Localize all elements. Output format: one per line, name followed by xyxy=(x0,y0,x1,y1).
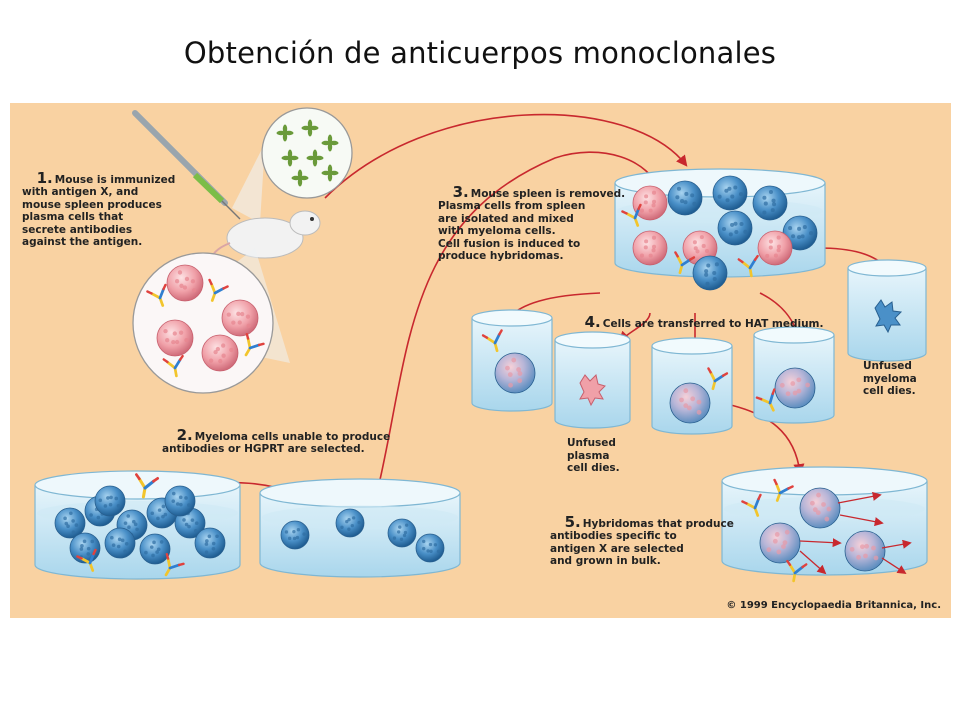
dead-plasma-cell xyxy=(579,374,606,407)
myeloma-cell xyxy=(54,507,86,539)
antibody xyxy=(786,559,808,583)
mouse-head xyxy=(289,210,321,236)
antibody xyxy=(737,254,759,278)
step-1-number: 1. xyxy=(36,168,53,187)
myeloma-dies-caption: Unfused myeloma cell dies. xyxy=(863,360,917,397)
step-1-text: Mouse is immunized with antigen X, and m… xyxy=(22,173,176,249)
antigen-magnified-circle xyxy=(261,107,353,199)
step-5-number: 5. xyxy=(564,512,581,531)
antibody xyxy=(741,493,762,517)
myeloma-cell xyxy=(69,532,101,564)
myeloma-cell xyxy=(104,527,136,559)
slide-title: Obtención de anticuerpos monoclonales xyxy=(183,36,777,70)
myeloma-cell xyxy=(94,485,126,517)
antigen-x xyxy=(301,119,319,137)
antibody xyxy=(146,283,167,307)
antigen-x xyxy=(321,134,339,152)
antigen-x xyxy=(306,149,324,167)
myeloma-cell xyxy=(415,533,445,563)
secretion-arrow xyxy=(799,538,842,548)
plasma-cell xyxy=(632,230,668,266)
antibody xyxy=(208,278,229,302)
myeloma-cell xyxy=(692,255,728,291)
step-3-text: Mouse spleen is removed. Plasma cells fr… xyxy=(438,187,626,263)
step-2-label: 2.Myeloma cells unable to produce antibo… xyxy=(162,416,390,468)
copyright-notice: © 1999 Encyclopaedia Britannica, Inc. xyxy=(726,600,941,611)
myeloma-cell xyxy=(280,520,310,550)
secretion-arrow xyxy=(799,550,827,575)
plasma-cell xyxy=(166,264,204,302)
myeloma-cell xyxy=(164,485,196,517)
hybridoma-cell xyxy=(844,530,886,572)
antigen-x xyxy=(291,169,309,187)
step-2-text: Myeloma cells unable to produce antibodi… xyxy=(162,430,391,456)
step-5-label: 5.Hybridomas that produce antibodies spe… xyxy=(550,503,734,580)
antigen-x xyxy=(276,124,294,142)
antibody xyxy=(164,552,185,577)
antigen-x xyxy=(321,164,339,182)
myeloma-cell xyxy=(752,185,788,221)
mouse-illustration xyxy=(132,107,353,394)
myeloma-cell xyxy=(717,210,753,246)
myeloma-cell xyxy=(387,518,417,548)
step-4-label: 4.Cells are transferred to HAT medium. xyxy=(570,303,824,343)
arrow-spleen-to-fusion xyxy=(324,113,688,199)
plasma-cell xyxy=(757,230,793,266)
secretion-arrow xyxy=(839,514,884,527)
diagram-illustration xyxy=(34,107,928,583)
antibody xyxy=(621,203,642,227)
plasma-cell xyxy=(156,319,194,357)
syringe-needle xyxy=(221,200,241,220)
hybridoma-cell xyxy=(669,382,711,424)
hybridoma-cell xyxy=(799,487,841,529)
antibody xyxy=(707,367,729,391)
antibody xyxy=(162,354,184,378)
monoclonal-antibody-diagram: 1.Mouse is immunized with antigen X, and… xyxy=(10,103,951,618)
antigen-x xyxy=(281,149,299,167)
plasma-cell xyxy=(201,334,239,372)
plasma-cell xyxy=(221,299,259,337)
culture-dishes xyxy=(34,168,928,583)
antibody xyxy=(773,478,794,502)
zoom-cone-antigen xyxy=(232,143,265,223)
myeloma-cell xyxy=(712,175,748,211)
antibody xyxy=(76,548,97,572)
secretion-arrow xyxy=(837,491,882,504)
syringe-fluid xyxy=(192,172,225,204)
step-4-number: 4. xyxy=(584,312,601,331)
step-3-number: 3. xyxy=(452,182,469,201)
myeloma-cell xyxy=(139,533,171,565)
myeloma-cell xyxy=(194,527,226,559)
step-3-label: 3.Mouse spleen is removed. Plasma cells … xyxy=(438,173,625,275)
hybridoma-cell xyxy=(759,522,801,564)
hybridoma-cell xyxy=(494,352,536,394)
mouse-body xyxy=(226,217,304,259)
secretion-arrow xyxy=(881,539,912,549)
hybridoma-cell xyxy=(774,367,816,409)
step-4-text: Cells are transferred to HAT medium. xyxy=(602,317,824,330)
antibody xyxy=(674,251,696,275)
arrow-to-bulk xyxy=(721,402,805,476)
antibody xyxy=(135,473,160,499)
step-1-label: 1.Mouse is immunized with antigen X, and… xyxy=(22,159,175,261)
secretion-arrow xyxy=(881,557,907,574)
plasma-dies-caption: Unfused plasma cell dies. xyxy=(567,437,620,474)
step-2-number: 2. xyxy=(176,425,193,444)
myeloma-cell xyxy=(667,180,703,216)
antibody xyxy=(244,332,265,357)
antibody xyxy=(481,329,503,353)
plasma-cell xyxy=(632,185,668,221)
step-5-text: Hybridomas that produce antibodies speci… xyxy=(550,517,734,568)
arrow-myeloma-to-fusion xyxy=(374,151,663,502)
antibody xyxy=(755,388,776,412)
mouse-eye xyxy=(310,217,314,221)
dead-myeloma-cell xyxy=(874,299,903,334)
myeloma-cell xyxy=(335,508,365,538)
